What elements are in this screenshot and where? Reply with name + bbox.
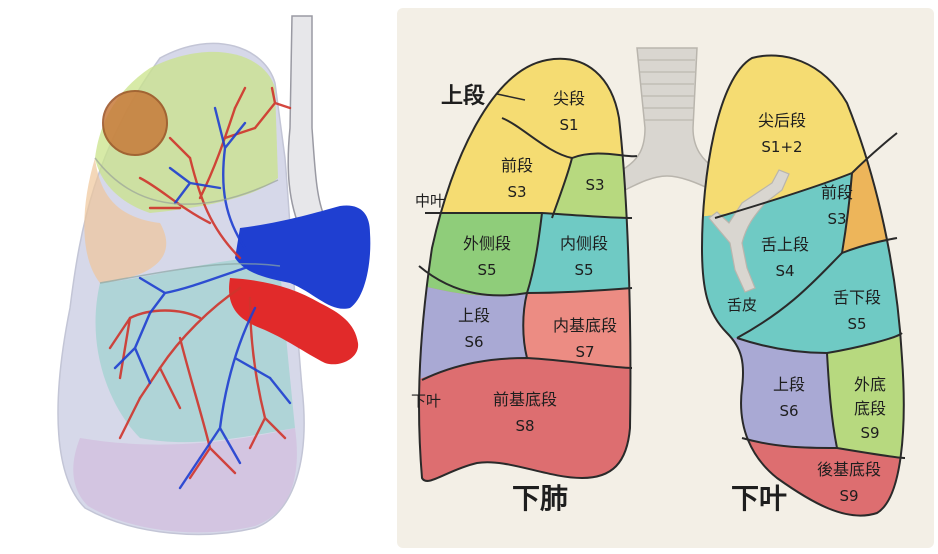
seg-r-apical-fill <box>419 58 631 158</box>
pulmonary-artery <box>229 278 359 365</box>
seg-l-postbasal-code: S9 <box>839 487 858 505</box>
seg-r-medial-code: S5 <box>574 261 593 279</box>
seg-l-anterior-name: 前段 <box>821 183 853 202</box>
seg-l-latbasal-name-1: 外底 <box>854 375 886 394</box>
seg-r-medbasal-name: 内基底段 <box>553 316 617 335</box>
seg-r-apical-name: 尖段 <box>553 89 585 108</box>
seg-r-medial-name: 内侧段 <box>560 234 608 253</box>
seg-l-suplingula-name: 舌上段 <box>761 235 809 254</box>
seg-l-apicopost-name: 尖后段 <box>758 111 806 130</box>
trachea-bronchi <box>599 47 759 209</box>
pulmonary-vein <box>235 205 371 309</box>
bottom-right-caption: 下叶 <box>731 482 787 515</box>
seg-r-superior-name: 上段 <box>458 306 490 325</box>
seg-r-antbasal-code: S8 <box>515 417 534 435</box>
seg-r-posterior-fill <box>552 153 631 218</box>
seg-l-latbasal-name-2: 底段 <box>854 399 886 418</box>
lower-lobe-label: 下叶 <box>411 392 441 410</box>
seg-r-anterior-name: 前段 <box>501 156 533 175</box>
fissure-line-2 <box>99 263 281 284</box>
seg-l-latbasal-code: S9 <box>860 424 879 442</box>
seg-l-superior-name: 上段 <box>773 375 805 394</box>
seg-l-postbasal-name: 後基底段 <box>817 460 881 479</box>
seg-l-anterior-code: S3 <box>827 210 846 228</box>
right-lung <box>419 58 631 481</box>
lung-segment-diagram: 尖段 S1 前段 S3 S3 外侧段 S5 内侧段 S5 上段 S6 内基底段 … <box>397 8 934 548</box>
left-lung-lines <box>700 54 906 517</box>
seg-r-superior-code: S6 <box>464 333 483 351</box>
seg-l-superior-code: S6 <box>779 402 798 420</box>
seg-r-lateral-name: 外侧段 <box>463 234 511 253</box>
upper-lobe-peach-tint <box>84 158 167 283</box>
seg-r-medbasal-fill <box>523 288 631 368</box>
seg-r-anterior-code: S3 <box>507 183 526 201</box>
lingula-label: 舌皮 <box>727 296 757 314</box>
bottom-left-caption: 下肺 <box>512 482 568 515</box>
seg-l-inflingula-code: S5 <box>847 315 866 333</box>
seg-r-lateral-code: S5 <box>477 261 496 279</box>
seg-l-suplingula-code: S4 <box>775 262 794 280</box>
nodule-sphere <box>102 90 168 156</box>
left-lingular-bronchus <box>708 169 790 293</box>
seg-r-medial-fill <box>527 213 631 293</box>
seg-l-inflingula-fill <box>737 238 904 353</box>
seg-r-antbasal-name: 前基底段 <box>493 390 557 409</box>
right-lung-lines <box>418 57 638 482</box>
seg-r-medbasal-code: S7 <box>575 343 594 361</box>
fissure-line <box>94 157 279 205</box>
artery-tree <box>108 86 292 480</box>
upper-lobe-label: 上段 <box>441 83 485 109</box>
upper-lobe-pointer <box>496 93 526 101</box>
middle-lobe-label: 中叶 <box>415 192 445 210</box>
lung-3d-render <box>57 15 371 536</box>
trachea-tube <box>287 15 326 235</box>
seg-r-superior-fill <box>419 278 527 388</box>
vein-tree <box>113 106 292 490</box>
seg-l-inflingula-name: 舌下段 <box>833 288 881 307</box>
seg-l-apicopost-code: S1+2 <box>761 138 802 156</box>
seg-r-posterior-code: S3 <box>585 176 604 194</box>
seg-r-apical-code: S1 <box>559 116 578 134</box>
